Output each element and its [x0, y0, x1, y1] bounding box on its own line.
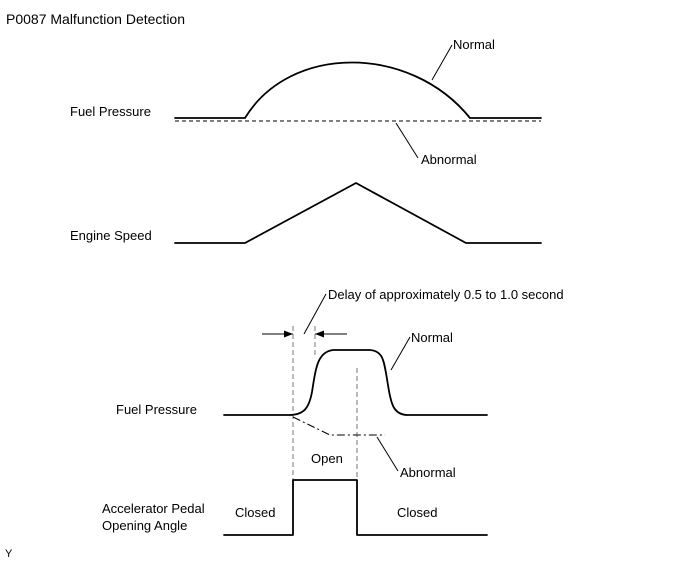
accelerator-label-line1: Accelerator Pedal [102, 501, 205, 516]
closed-left-label: Closed [235, 505, 275, 520]
normal-leader-bottom [390, 336, 411, 371]
closed-right-label: Closed [397, 505, 437, 520]
delay-label: Delay of approximately 0.5 to 1.0 second [328, 287, 564, 302]
open-label: Open [311, 451, 343, 466]
accelerator-pedal-pulse [223, 479, 488, 536]
fuel-pressure-label-bottom: Fuel Pressure [116, 402, 197, 417]
fuel-pressure-normal-curve [174, 61, 542, 119]
normal-label-top: Normal [453, 37, 495, 52]
delay-arrow-left-head [284, 330, 293, 338]
accelerator-label-line2: Opening Angle [102, 518, 187, 533]
fuel-pressure-abnormal-line-bottom [292, 416, 385, 436]
engine-speed-label: Engine Speed [70, 228, 152, 243]
abnormal-leader-top [395, 122, 419, 159]
fuel-pressure-normal-curve-bottom [223, 349, 488, 416]
abnormal-label-bottom: Abnormal [400, 465, 456, 480]
fuel-pressure-label-top: Fuel Pressure [70, 104, 151, 119]
diagram-title: P0087 Malfunction Detection [6, 11, 185, 27]
delay-arrow-right-head [315, 330, 324, 338]
delay-leader [303, 293, 327, 335]
abnormal-leader-bottom [376, 436, 399, 472]
abnormal-label-top: Abnormal [421, 152, 477, 167]
engine-speed-line [174, 182, 542, 244]
corner-mark: Y [5, 548, 13, 560]
normal-label-bottom: Normal [411, 330, 453, 345]
normal-leader-top [431, 44, 453, 81]
